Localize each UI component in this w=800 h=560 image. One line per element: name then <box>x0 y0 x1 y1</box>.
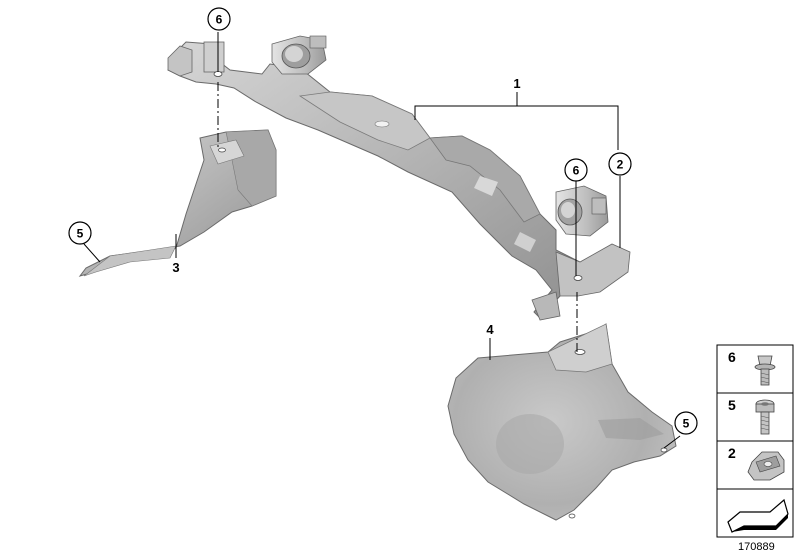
svg-text:6: 6 <box>573 164 580 178</box>
svg-text:2: 2 <box>728 445 736 461</box>
callout-6-right[interactable]: 6 <box>564 158 588 182</box>
callout-6-left[interactable]: 6 <box>207 7 231 31</box>
sensor-mount-left <box>271 35 327 75</box>
svg-text:6: 6 <box>216 13 223 27</box>
parts-legend: 6 5 2 <box>716 344 794 538</box>
legend-item-5[interactable]: 5 <box>728 397 775 435</box>
bottom-heat-shield <box>447 323 677 521</box>
legend-item-2[interactable]: 2 <box>728 445 785 481</box>
callout-5-right[interactable]: 5 <box>674 411 698 435</box>
main-bracket <box>167 35 631 321</box>
callout-1[interactable]: 1 <box>513 76 520 91</box>
svg-text:5: 5 <box>728 397 736 413</box>
diagram-reference-number: 170889 <box>738 541 775 553</box>
sensor-mount-right <box>555 185 609 237</box>
svg-text:5: 5 <box>77 227 84 241</box>
callout-2[interactable]: 2 <box>608 152 632 176</box>
left-heat-shield <box>78 129 277 277</box>
svg-text:5: 5 <box>683 417 690 431</box>
callout-4[interactable]: 4 <box>486 322 494 337</box>
torx-screw-icon <box>755 399 775 435</box>
svg-text:6: 6 <box>728 349 736 365</box>
leader-lines <box>83 32 681 449</box>
navigation-arrow-icon[interactable] <box>727 498 789 533</box>
svg-text:2: 2 <box>617 158 624 172</box>
callout-5-left[interactable]: 5 <box>68 221 92 245</box>
legend-item-6[interactable]: 6 <box>728 349 776 386</box>
screw-with-collar-icon <box>754 355 776 386</box>
callout-3[interactable]: 3 <box>172 260 179 275</box>
spring-nut-clip-icon <box>747 451 785 481</box>
